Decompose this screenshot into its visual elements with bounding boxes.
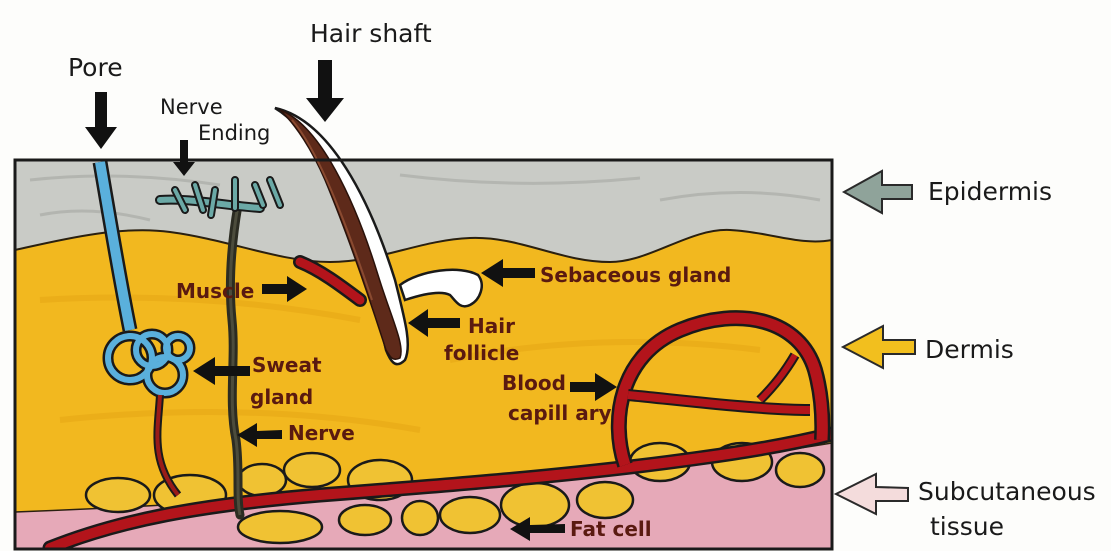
label-sweat-gland-line1: Sweat: [252, 353, 322, 377]
hair-shaft-arrow-icon: [306, 60, 344, 122]
pore-arrow-icon: [85, 92, 117, 149]
label-subcutaneous-line2: tissue: [930, 512, 1004, 541]
label-pore: Pore: [68, 53, 123, 82]
label-nerve-ending-line1: Nerve: [160, 95, 223, 119]
label-fat-cell: Fat cell: [570, 517, 652, 541]
dermis-arrow-icon: [843, 326, 915, 368]
label-subcutaneous-line1: Subcutaneous: [918, 477, 1096, 506]
epidermis-arrow-icon: [844, 171, 912, 213]
label-nerve-ending-line2: Ending: [198, 121, 270, 145]
label-blood-capillary-line1: Blood: [502, 371, 566, 395]
label-epidermis: Epidermis: [928, 177, 1052, 206]
label-hair-follicle-line2: follicle: [444, 341, 519, 365]
label-nerve: Nerve: [288, 421, 355, 445]
subcutaneous-arrow-icon: [836, 474, 908, 514]
label-sebaceous-gland: Sebaceous gland: [540, 263, 731, 287]
layer-arrows: [836, 171, 915, 514]
label-hair-follicle-line1: Hair: [468, 314, 515, 338]
label-dermis: Dermis: [925, 335, 1014, 364]
label-sweat-gland-line2: gland: [250, 385, 313, 409]
label-blood-capillary-line2: capill ary: [508, 401, 612, 425]
label-hair-shaft: Hair shaft: [310, 19, 432, 48]
label-muscle: Muscle: [176, 279, 254, 303]
skin-layers: [15, 160, 832, 549]
